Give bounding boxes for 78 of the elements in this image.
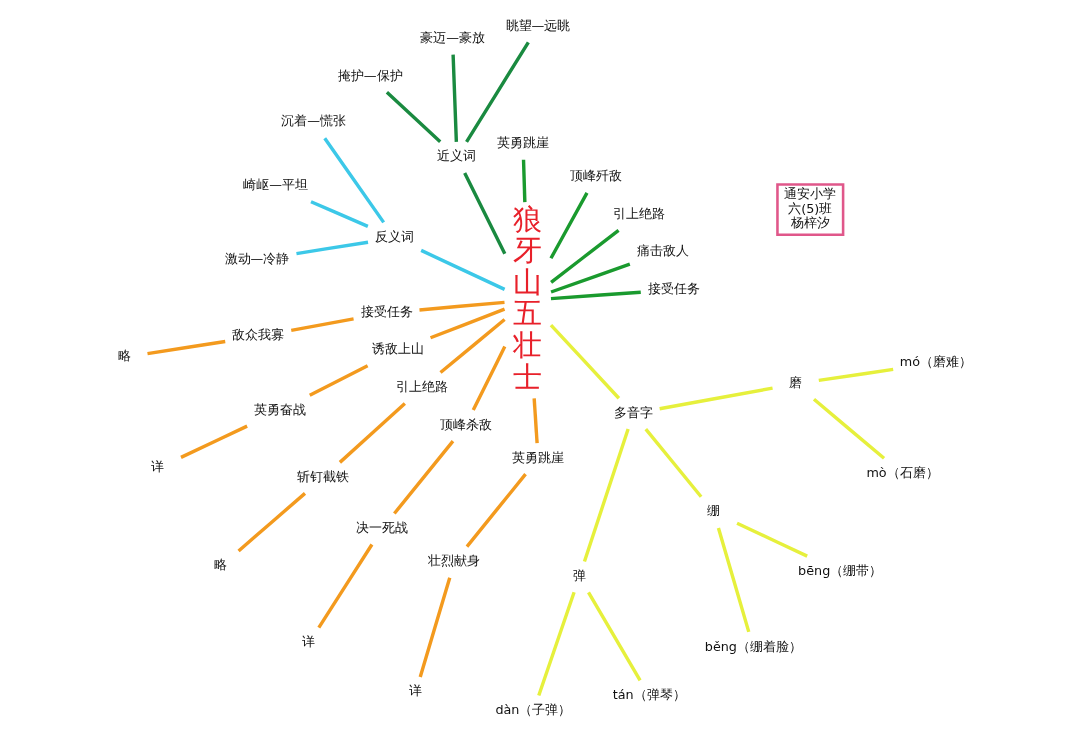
- node-text: 痛击敌人: [636, 243, 689, 259]
- node-box: 通安小学 六(5)班 杨梓汐: [776, 183, 845, 237]
- connector: [429, 307, 506, 340]
- node-text: 详: [151, 459, 165, 475]
- node-text: 崎岖—平坦: [243, 177, 308, 193]
- connector: [532, 398, 539, 444]
- connector: [550, 229, 620, 284]
- node-text: tán（弹琴）: [612, 686, 686, 702]
- connector: [812, 398, 886, 460]
- connector: [309, 364, 369, 397]
- connector: [338, 402, 406, 464]
- connector: [463, 172, 507, 255]
- node-text: 壮烈献身: [428, 553, 481, 569]
- connector: [317, 543, 374, 629]
- node-text: 豪迈—豪放: [420, 30, 485, 46]
- node-text: 反义词: [375, 228, 415, 244]
- connector: [393, 440, 455, 515]
- connector: [471, 345, 507, 411]
- node-text: 沉着—慌张: [281, 113, 347, 129]
- connector: [180, 424, 248, 459]
- node-text: 多音字: [613, 404, 653, 420]
- connector: [587, 591, 642, 682]
- connector: [147, 339, 226, 356]
- node-text: 激动—冷静: [224, 250, 290, 266]
- node-text: 略: [214, 557, 228, 573]
- connector: [550, 290, 641, 301]
- node-text: 诱敌上山: [371, 341, 424, 357]
- node-text: 敌众我寡: [232, 327, 285, 343]
- connector: [385, 91, 442, 143]
- connector: [451, 54, 459, 142]
- connector: [549, 192, 589, 260]
- connector: [418, 577, 452, 678]
- node-text: 绷: [707, 503, 721, 519]
- connector: [419, 300, 505, 312]
- connector: [420, 248, 506, 291]
- node-text: 眺望—远眺: [505, 17, 571, 33]
- connector: [550, 262, 631, 294]
- connector: [818, 367, 894, 383]
- connector: [644, 428, 703, 498]
- node-text: bēng（绷带）: [798, 562, 883, 578]
- node-text: 接受任务: [647, 280, 700, 296]
- node-text: 英勇奋战: [253, 401, 306, 417]
- node-text: mò（石磨）: [866, 464, 939, 480]
- connector: [521, 159, 527, 203]
- node-text: 弹: [572, 567, 586, 583]
- connector: [310, 200, 369, 228]
- node-text: 掩护—保护: [337, 67, 403, 83]
- node-text: 英勇跳崖: [497, 135, 550, 151]
- node-text: 顶峰杀敌: [439, 416, 492, 432]
- node-text: mó（磨难）: [899, 354, 973, 370]
- connector: [716, 527, 751, 633]
- connector: [290, 317, 354, 333]
- node-text: 决一死战: [355, 520, 408, 536]
- node-text: 磨: [789, 374, 803, 390]
- connector: [237, 492, 307, 553]
- node-text: 英勇跳崖: [512, 449, 565, 465]
- node-text: 狼牙山五壮士: [513, 201, 543, 394]
- node-text: 近义词: [437, 148, 477, 164]
- node-text: 引上绝路: [612, 205, 665, 221]
- connector: [659, 386, 773, 411]
- node-text: 详: [409, 683, 423, 699]
- connector: [323, 137, 386, 224]
- connector: [465, 473, 527, 548]
- node-text: běng（绷着脸）: [704, 638, 802, 654]
- node-text: 接受任务: [360, 303, 413, 319]
- connector: [549, 323, 621, 400]
- connector: [439, 318, 506, 374]
- node-text: 引上绝路: [395, 378, 448, 394]
- connector: [296, 240, 369, 256]
- connector: [465, 41, 530, 143]
- node-text: 顶峰歼敌: [569, 168, 622, 184]
- connector: [736, 521, 808, 558]
- node-text: dàn（子弹）: [495, 702, 572, 718]
- node-text: 详: [302, 634, 316, 650]
- node-text: 略: [117, 348, 131, 364]
- node-text: 斩钉截铁: [296, 468, 349, 484]
- connector: [537, 591, 576, 697]
- connector: [582, 428, 630, 562]
